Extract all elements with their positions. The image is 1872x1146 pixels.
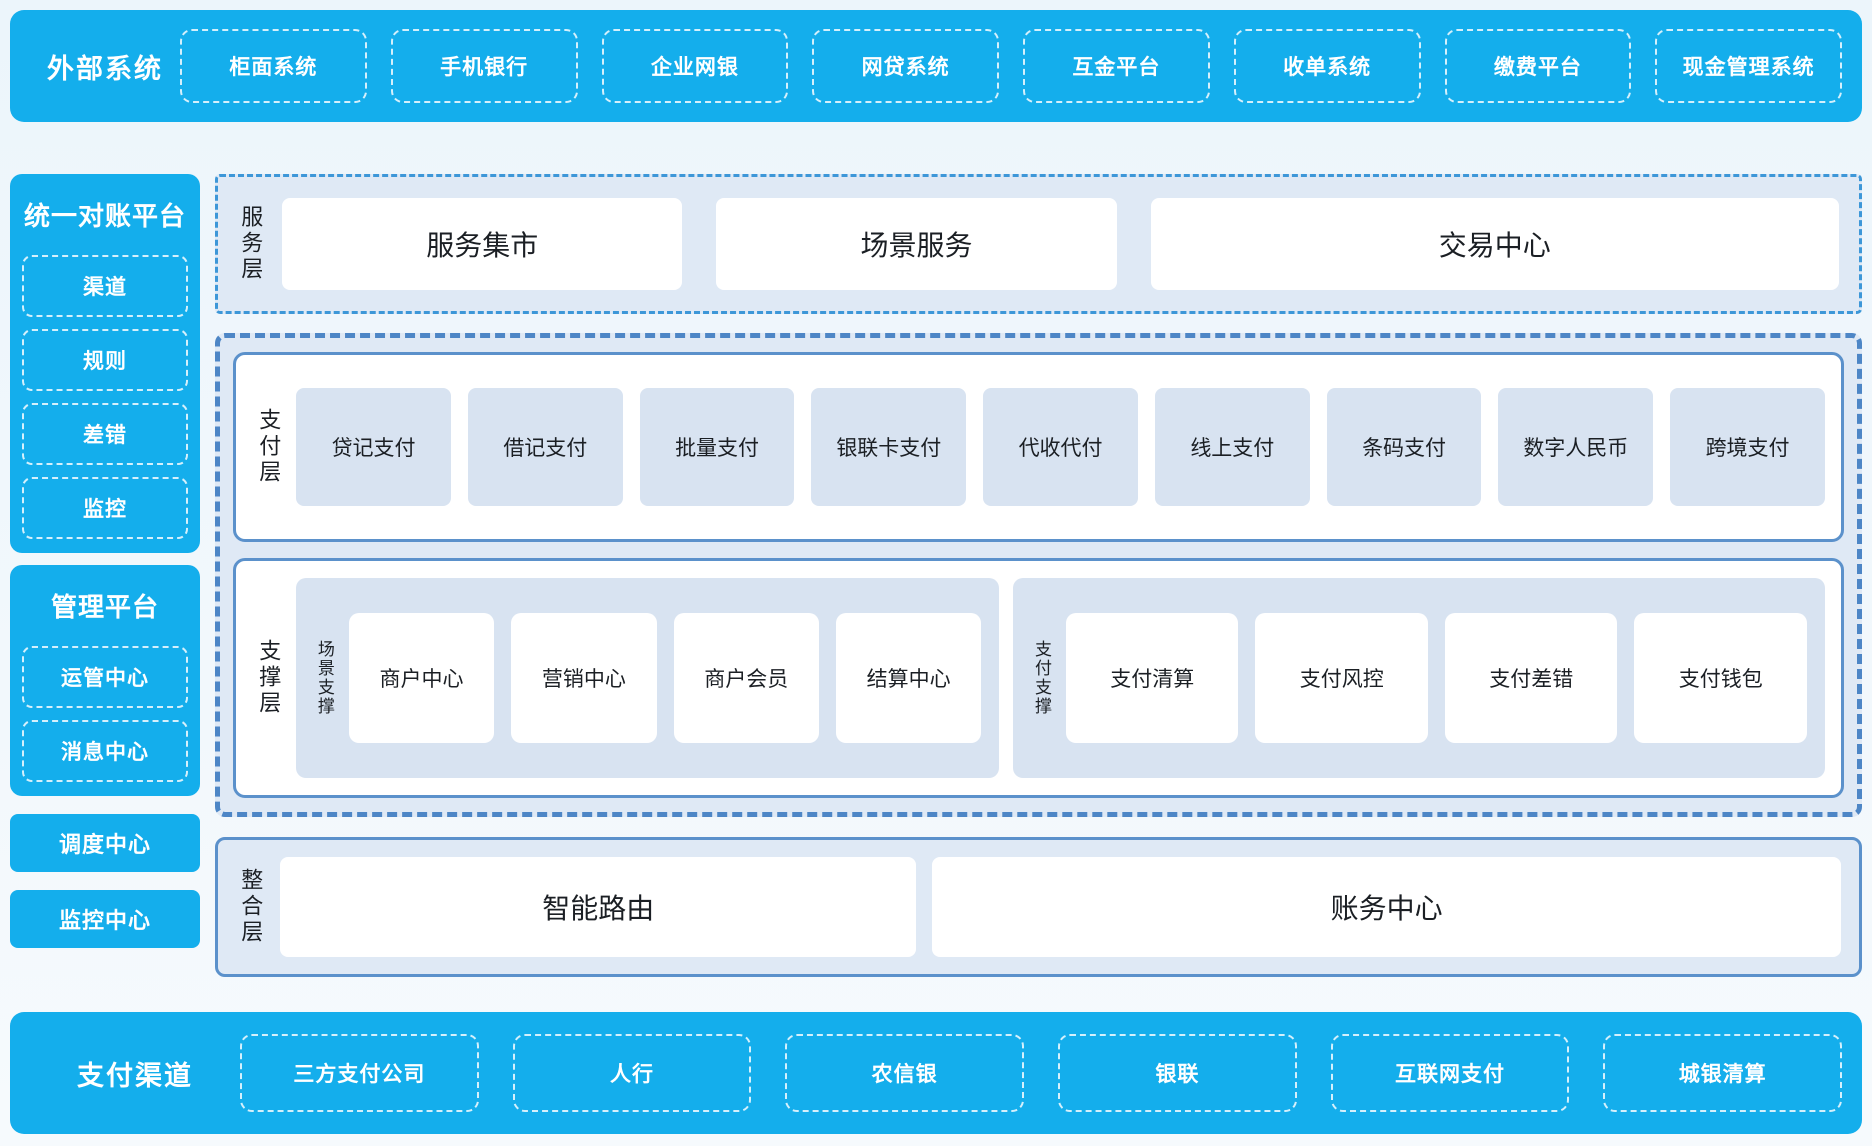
payment-channels-title: 支付渠道	[77, 1060, 193, 1091]
payment-channel-item: 人行	[512, 1034, 752, 1112]
scene-support-item: 商户中心	[348, 613, 495, 743]
scene-support-item: 结算中心	[835, 613, 982, 743]
management-item: 运管中心	[22, 646, 188, 708]
external-system-item: 收单系统	[1233, 29, 1421, 103]
payment-channel-item: 银联	[1058, 1034, 1297, 1112]
payment-layer-item: 代收代付	[983, 388, 1138, 506]
integration-layer-label: 整合层	[238, 868, 264, 946]
core-layers-container: 支付层 贷记支付借记支付批量支付银联卡支付代收代付线上支付条码支付数字人民币跨境…	[215, 333, 1862, 817]
payment-channels-list: 三方支付公司人行农信银银联互联网支付城银清算	[240, 1034, 1843, 1112]
reconciliation-items: 渠道规则差错监控	[22, 255, 188, 539]
management-platform-block: 管理平台 运管中心消息中心	[10, 565, 200, 796]
scene-support-label: 场景支撑	[314, 640, 334, 716]
dispatch-center-box: 调度中心	[10, 814, 200, 872]
integration-layer-items: 智能路由 账务中心	[280, 857, 1841, 957]
scene-support-item: 营销中心	[511, 613, 657, 743]
payment-support-item: 支付差错	[1444, 613, 1618, 743]
external-systems-title: 外部系统	[47, 53, 163, 84]
external-system-item: 企业网银	[601, 29, 789, 103]
management-platform-title: 管理平台	[50, 592, 159, 622]
payment-support-item: 支付清算	[1065, 613, 1239, 743]
support-layer: 支撑层 场景支撑 商户中心营销中心商户会员结算中心 支付支撑	[233, 558, 1844, 798]
payment-layer-item: 条码支付	[1326, 388, 1482, 506]
management-items: 运管中心消息中心	[22, 646, 188, 782]
payment-layer-item: 借记支付	[467, 388, 623, 506]
payment-layer-item: 数字人民币	[1498, 388, 1654, 506]
external-system-item: 现金管理系统	[1655, 29, 1842, 103]
payment-support-label: 支付支撑	[1031, 640, 1051, 716]
external-system-item: 柜面系统	[180, 29, 367, 103]
reconciliation-platform-block: 统一对账平台 渠道规则差错监控	[10, 174, 200, 553]
reconciliation-item: 监控	[22, 477, 188, 539]
reconciliation-item: 渠道	[22, 255, 188, 317]
external-system-item: 网贷系统	[812, 29, 999, 103]
accounting-center-box: 账务中心	[932, 857, 1841, 957]
content-row: 统一对账平台 渠道规则差错监控 管理平台 运管中心消息中心 调度中心 监控中心 …	[10, 174, 1862, 977]
smart-routing-box: 智能路由	[280, 857, 917, 957]
payment-channel-item: 农信银	[785, 1034, 1025, 1112]
service-layer-item: 服务集市	[282, 198, 683, 290]
service-layer-item: 场景服务	[716, 198, 1117, 290]
payment-support-group: 支付支撑 支付清算支付风控支付差错支付钱包	[1013, 578, 1825, 778]
service-layer-item: 交易中心	[1150, 198, 1839, 290]
payment-channel-item: 三方支付公司	[240, 1034, 479, 1112]
reconciliation-item: 差错	[22, 403, 188, 465]
support-layer-groups: 场景支撑 商户中心营销中心商户会员结算中心 支付支撑 支付清算支付风控支付差错支…	[296, 578, 1825, 778]
payment-layer-item: 银联卡支付	[811, 388, 967, 506]
scene-support-items: 商户中心营销中心商户会员结算中心	[348, 613, 982, 743]
payment-support-item: 支付钱包	[1634, 613, 1807, 743]
support-layer-label: 支撑层	[256, 639, 282, 717]
payment-layer-item: 线上支付	[1154, 388, 1310, 506]
payment-layer-items: 贷记支付借记支付批量支付银联卡支付代收代付线上支付条码支付数字人民币跨境支付	[296, 388, 1825, 506]
payment-channel-item: 互联网支付	[1330, 1034, 1570, 1112]
monitor-center-box: 监控中心	[10, 890, 200, 948]
payment-channels-band: 支付渠道 三方支付公司人行农信银银联互联网支付城银清算	[10, 1012, 1862, 1134]
payment-support-items: 支付清算支付风控支付差错支付钱包	[1065, 613, 1807, 743]
reconciliation-item: 规则	[22, 329, 188, 391]
main-column: 服务层 服务集市场景服务交易中心 支付层 贷记支付借记支付批量支付银联卡支付代收…	[215, 174, 1862, 977]
external-systems-list: 柜面系统手机银行企业网银网贷系统互金平台收单系统缴费平台现金管理系统	[180, 29, 1842, 103]
left-sidebar: 统一对账平台 渠道规则差错监控 管理平台 运管中心消息中心 调度中心 监控中心	[10, 174, 200, 977]
payment-support-item: 支付风控	[1255, 613, 1428, 743]
external-system-item: 手机银行	[390, 29, 578, 103]
payment-channel-item: 城银清算	[1603, 1034, 1843, 1112]
payment-layer-item: 批量支付	[639, 388, 795, 506]
integration-layer: 整合层 智能路由 账务中心	[215, 837, 1862, 977]
scene-support-group: 场景支撑 商户中心营销中心商户会员结算中心	[296, 578, 1000, 778]
external-system-item: 互金平台	[1023, 29, 1210, 103]
payment-layer-item: 贷记支付	[296, 388, 451, 506]
payment-layer-item: 跨境支付	[1670, 388, 1825, 506]
external-systems-band: 外部系统 柜面系统手机银行企业网银网贷系统互金平台收单系统缴费平台现金管理系统	[10, 10, 1862, 122]
external-system-item: 缴费平台	[1444, 29, 1632, 103]
scene-support-item: 商户会员	[673, 613, 819, 743]
service-layer-label: 服务层	[238, 205, 264, 283]
service-layer: 服务层 服务集市场景服务交易中心	[215, 174, 1862, 314]
service-layer-items: 服务集市场景服务交易中心	[282, 198, 1839, 290]
management-item: 消息中心	[22, 720, 188, 782]
reconciliation-platform-title: 统一对账平台	[23, 201, 186, 231]
payment-layer-label: 支付层	[256, 408, 282, 486]
payment-layer: 支付层 贷记支付借记支付批量支付银联卡支付代收代付线上支付条码支付数字人民币跨境…	[233, 352, 1844, 542]
